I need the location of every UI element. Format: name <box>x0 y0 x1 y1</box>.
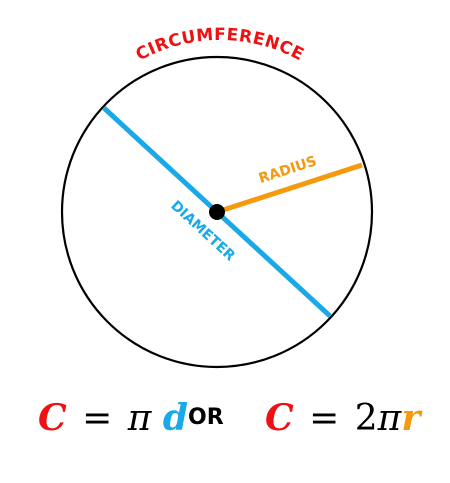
or-separator: OR <box>188 405 224 430</box>
circumference-label: CIRCUMFERENCE <box>133 25 308 65</box>
formula-left-d: d <box>162 397 189 439</box>
radius-line <box>216 162 363 215</box>
formula-right-r: r <box>401 397 421 439</box>
circle-outline <box>60 55 374 369</box>
formula-circumference-radius: C = 2πr <box>265 388 420 449</box>
formula-right-pi: π <box>377 398 402 439</box>
formula-right-c: C <box>265 397 294 439</box>
formula-left-pi: π <box>127 398 152 439</box>
formula-left-c: C <box>38 397 67 439</box>
center-point <box>209 204 225 220</box>
formula-right-two: 2 <box>354 398 378 439</box>
formula-row: C = π d OR C = 2πr <box>0 388 450 448</box>
formula-left-equals: = <box>82 398 113 439</box>
formula-right-equals: = <box>309 398 340 439</box>
formula-circumference-diameter: C = π d <box>38 388 188 449</box>
